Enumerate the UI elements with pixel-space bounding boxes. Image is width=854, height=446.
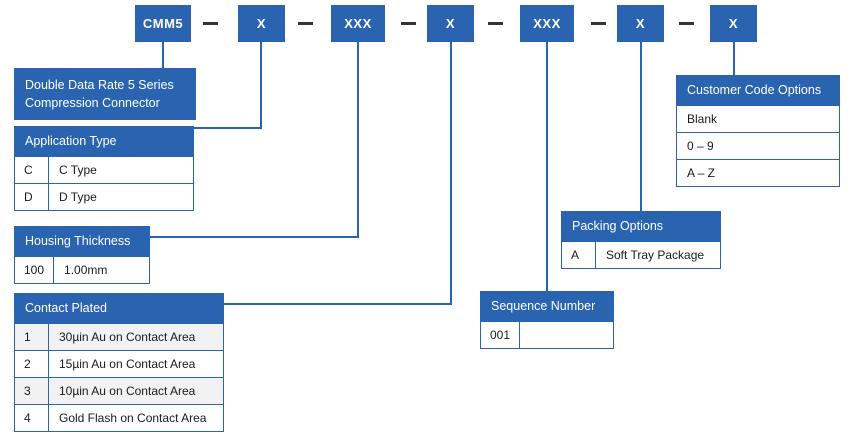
cell-desc: 1.00mm bbox=[64, 262, 108, 277]
code-box-contact-plated: X bbox=[427, 5, 474, 42]
connector-contact-plated-horizontal bbox=[223, 303, 452, 305]
connector-application-type-vertical bbox=[260, 42, 262, 128]
cell-code: D bbox=[15, 183, 49, 210]
code-box-sequence-number: XXX bbox=[520, 5, 574, 42]
table-row: 001 bbox=[481, 320, 613, 348]
panel-packing-options-header: Packing Options bbox=[562, 212, 720, 241]
connector-customer-code bbox=[733, 42, 735, 76]
separator-dash-4 bbox=[488, 22, 503, 25]
code-box-packing-options: X bbox=[617, 5, 664, 42]
connector-contact-plated-vertical bbox=[450, 42, 452, 304]
table-row: A Soft Tray Package bbox=[562, 240, 720, 268]
cell-code: 100 bbox=[15, 256, 55, 283]
code-box-housing-thickness-label: XXX bbox=[344, 16, 372, 31]
separator-dash-1 bbox=[203, 22, 218, 25]
separator-dash-6 bbox=[679, 22, 694, 25]
connector-application-type-horizontal bbox=[193, 127, 262, 129]
cell-code: 001 bbox=[481, 321, 521, 348]
cell-value: A – Z bbox=[687, 165, 716, 180]
code-box-packing-options-label: X bbox=[635, 16, 646, 31]
connector-series bbox=[162, 42, 164, 68]
panel-sequence-number: Sequence Number 001 bbox=[480, 291, 614, 349]
table-row: 1 30µin Au on Contact Area bbox=[15, 322, 223, 350]
panel-customer-code-options-header: Customer Code Options bbox=[677, 76, 839, 105]
panel-application-type: Application Type C C Type D D Type bbox=[14, 126, 194, 211]
cell-code: A bbox=[562, 241, 596, 268]
separator-dash-3 bbox=[401, 22, 416, 25]
cell-desc: C Type bbox=[59, 162, 97, 177]
table-row: 4 Gold Flash on Contact Area bbox=[15, 403, 223, 431]
cell-code: 4 bbox=[15, 404, 49, 431]
panel-series-line1: Double Data Rate 5 Series bbox=[25, 78, 174, 92]
panel-contact-plated: Contact Plated 1 30µin Au on Contact Are… bbox=[14, 293, 224, 432]
table-row: 3 10µin Au on Contact Area bbox=[15, 376, 223, 404]
cell-code: 1 bbox=[15, 323, 49, 350]
cell-desc: 15µin Au on Contact Area bbox=[59, 356, 196, 371]
separator-dash-5 bbox=[591, 22, 606, 25]
panel-contact-plated-header: Contact Plated bbox=[15, 294, 223, 323]
table-row: 100 1.00mm bbox=[15, 255, 149, 283]
cell-value: Blank bbox=[687, 111, 718, 126]
cell-code: 2 bbox=[15, 350, 49, 377]
separator-dash-2 bbox=[298, 22, 313, 25]
table-row: C C Type bbox=[15, 155, 193, 183]
cell-value: 0 – 9 bbox=[687, 138, 714, 153]
table-row: D D Type bbox=[15, 182, 193, 210]
panel-series-line2: Compression Connector bbox=[25, 96, 160, 111]
code-box-series-label: CMM5 bbox=[142, 16, 184, 31]
code-box-housing-thickness: XXX bbox=[331, 5, 385, 42]
cell-desc: Soft Tray Package bbox=[606, 247, 705, 262]
code-box-sequence-number-label: XXX bbox=[533, 16, 561, 31]
table-row: A – Z bbox=[677, 158, 839, 186]
cell-desc: D Type bbox=[59, 189, 97, 204]
code-box-customer-code-label: X bbox=[728, 16, 739, 31]
cell-desc: 30µin Au on Contact Area bbox=[59, 329, 196, 344]
cell-code: C bbox=[15, 156, 49, 183]
connector-housing-thickness-horizontal bbox=[149, 236, 359, 238]
table-row: 0 – 9 bbox=[677, 131, 839, 159]
cell-code: 3 bbox=[15, 377, 49, 404]
panel-customer-code-options: Customer Code Options Blank 0 – 9 A – Z bbox=[676, 75, 840, 187]
table-row: 2 15µin Au on Contact Area bbox=[15, 349, 223, 377]
panel-sequence-number-header: Sequence Number bbox=[481, 292, 613, 321]
panel-series: Double Data Rate 5 Series Compression Co… bbox=[14, 68, 196, 121]
panel-application-type-header: Application Type bbox=[15, 127, 193, 156]
panel-housing-thickness: Housing Thickness 100 1.00mm bbox=[14, 226, 150, 284]
cell-desc bbox=[520, 322, 613, 348]
panel-packing-options: Packing Options A Soft Tray Package bbox=[561, 211, 721, 269]
connector-packing-options bbox=[640, 42, 642, 212]
panel-housing-thickness-header: Housing Thickness bbox=[15, 227, 149, 256]
code-box-application-type-label: X bbox=[256, 16, 267, 31]
code-box-application-type: X bbox=[238, 5, 285, 42]
cell-desc: 10µin Au on Contact Area bbox=[59, 383, 196, 398]
connector-sequence-number bbox=[546, 42, 548, 292]
code-box-contact-plated-label: X bbox=[445, 16, 456, 31]
code-box-customer-code: X bbox=[710, 5, 757, 42]
connector-housing-thickness-vertical bbox=[357, 42, 359, 237]
code-box-series: CMM5 bbox=[135, 5, 191, 42]
cell-desc: Gold Flash on Contact Area bbox=[59, 410, 207, 425]
table-row: Blank bbox=[677, 104, 839, 132]
